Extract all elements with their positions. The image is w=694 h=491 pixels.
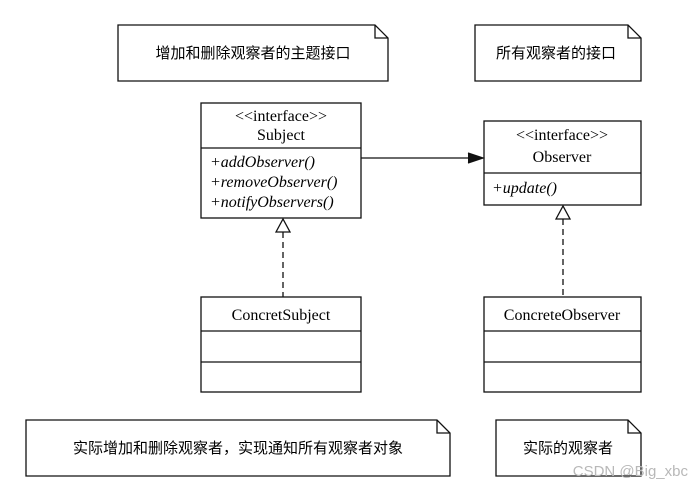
watermark: CSDN @Big_xbc: [573, 463, 689, 480]
observer-stereotype: <<interface>>: [516, 127, 608, 144]
concrete-observer-name: ConcreteObserver: [504, 307, 621, 324]
observer-method-update: +update(): [492, 180, 557, 197]
subject-name: Subject: [257, 127, 306, 144]
observer-class-box: [483, 120, 642, 206]
realization-observer: [554, 204, 572, 297]
note-observer-text: 所有观察者的接口: [496, 44, 616, 62]
note-concrete-subject-text: 实际增加和删除观察者，实现通知所有观察者对象: [73, 439, 403, 457]
observer-name: Observer: [533, 149, 592, 166]
subject-stereotype: <<interface>>: [235, 108, 327, 125]
note-observer: [474, 24, 642, 82]
association-arrow: [361, 152, 486, 164]
note-concrete-subject: [25, 419, 451, 477]
realization-subject: [274, 217, 292, 297]
subject-method-add: +addObserver(): [210, 154, 315, 171]
note-concrete-observer-text: 实际的观察者: [523, 439, 613, 457]
note-subject: [117, 24, 389, 82]
subject-class-box: [200, 102, 362, 219]
concrete-subject-name: ConcretSubject: [232, 307, 331, 324]
concrete-subject-class-box: [200, 296, 362, 393]
note-subject-text: 增加和删除观察者的主题接口: [155, 44, 350, 62]
note-concrete-observer: [495, 419, 642, 477]
subject-method-remove: +removeObserver(): [210, 174, 337, 191]
concrete-observer-class-box: [483, 296, 642, 393]
subject-method-notify: +notifyObservers(): [210, 194, 334, 211]
